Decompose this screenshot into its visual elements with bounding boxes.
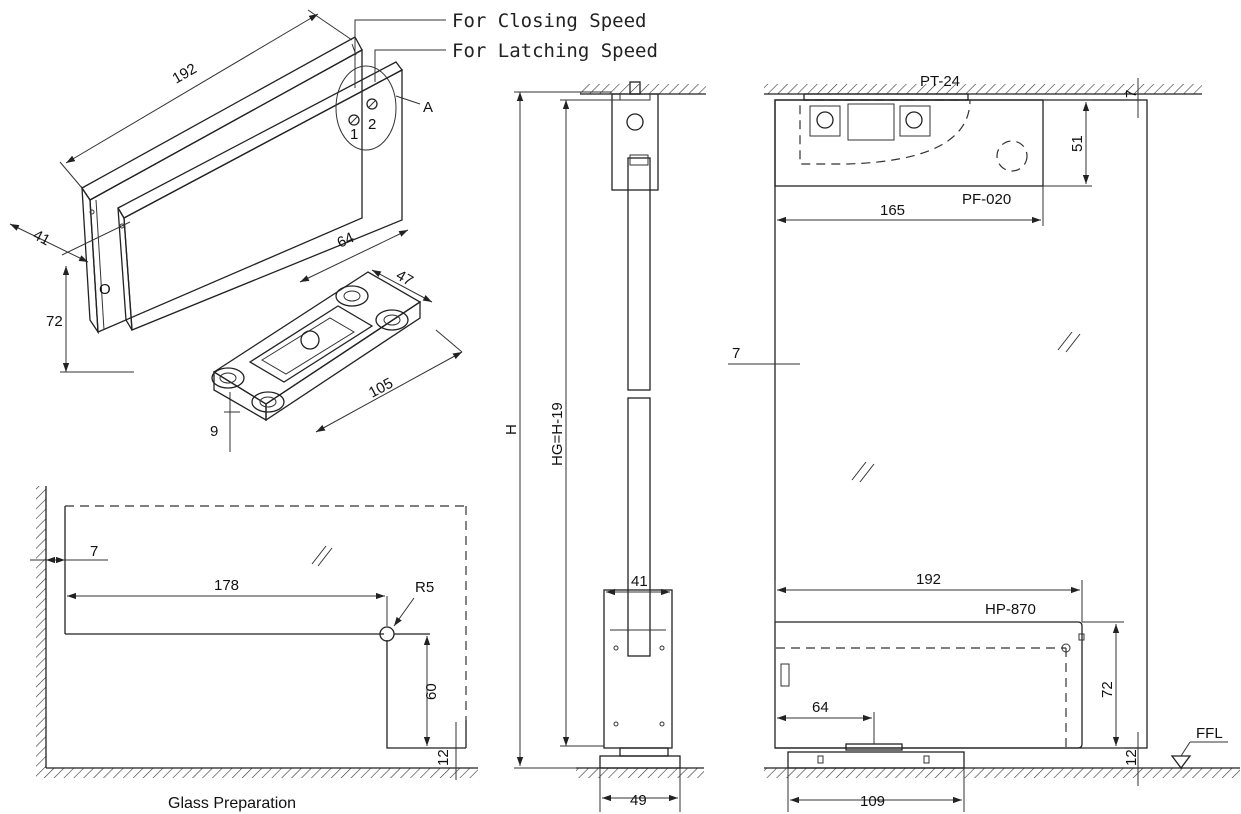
detail-circle-a [335,65,397,151]
iso-floor-plate [211,271,422,422]
front-pivot-64: 64 [812,699,829,716]
side-glass-height: HG=H-19 [549,402,566,466]
iso-plate-64: 64 [335,229,357,251]
iso-plate-9: 9 [210,423,218,440]
glass-preparation-caption: Glass Preparation [168,795,296,812]
iso-plate-105: 105 [366,375,396,402]
front-top-clamp: PT-24 [920,73,960,90]
side-body-41: 41 [631,573,648,590]
glass-radius-r5: R5 [415,579,434,596]
valve-2-label: 2 [368,116,376,133]
iso-length-192: 192 [170,60,200,87]
iso-mark: O [99,281,111,298]
iso-depth-41: 41 [30,227,53,250]
front-side-gap-7: 7 [732,345,740,362]
front-patch-72: 72 [1099,681,1116,698]
front-fitting-51: 51 [1069,135,1086,152]
speed-callouts: For Closing Speed For Latching Speed [354,10,658,88]
iso-plate-47: 47 [393,267,416,290]
side-view: H HG=H-19 41 49 [503,81,706,812]
front-ffl-label: FFL [1196,725,1223,742]
front-fitting-165: 165 [880,202,905,219]
front-patch-model: HP-870 [985,601,1036,618]
front-top-gap-7: 7 [1123,90,1140,98]
closing-speed-callout: For Closing Speed [452,10,646,32]
detail-label-a: A [423,99,433,116]
glass-floor-12: 12 [435,749,452,766]
iso-patch-fitting: O 1 2 A [81,36,433,335]
glass-notch-178: 178 [214,577,239,594]
side-base-49: 49 [630,792,647,809]
front-view: PT-24 PF-020 7 51 165 7 HP-870 192 [728,73,1240,812]
glass-notch-60: 60 [423,683,440,700]
front-patch-192: 192 [916,571,941,588]
front-floor-12: 12 [1123,749,1140,766]
front-top-fitting: PF-020 [962,191,1011,208]
valve-1-label: 1 [350,126,358,143]
front-base-109: 109 [860,793,885,810]
glass-preparation: 7 178 R5 60 12 Glass Preparation [30,486,478,812]
iso-height-72: 72 [46,313,63,330]
side-height-h: H [503,424,520,435]
glass-offset-7: 7 [90,543,98,560]
latching-speed-callout: For Latching Speed [452,40,658,62]
